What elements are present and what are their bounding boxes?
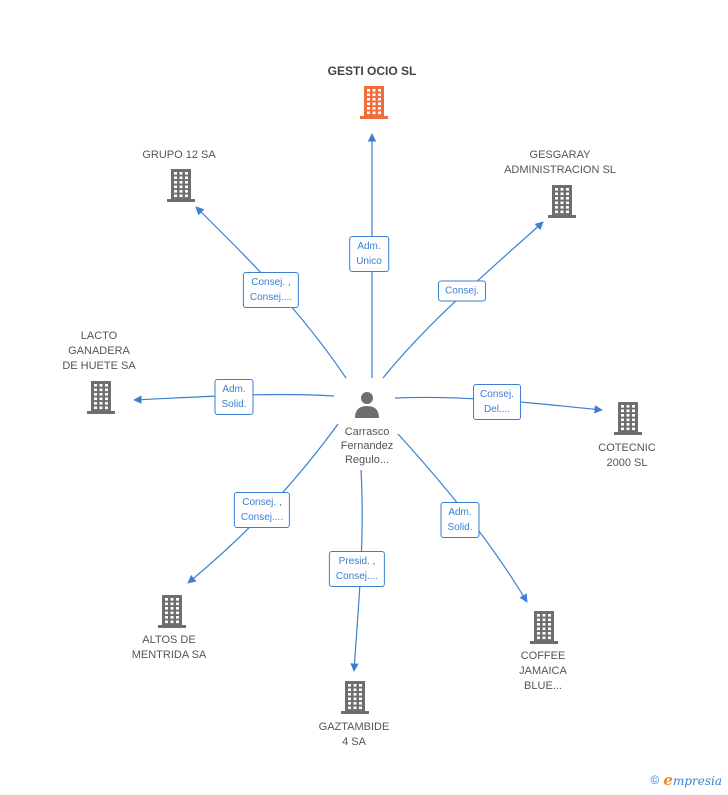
edge-label-altos[interactable]: Consej. , Consej.... — [233, 492, 291, 528]
edge-label-cotecnic[interactable]: Consej. Del.... — [473, 384, 521, 420]
edge-label-line: Consej. , — [251, 277, 291, 288]
node-label-altos[interactable]: ALTOS DE MENTRIDA SA — [132, 633, 207, 663]
edge-label-line: Consej. — [445, 285, 479, 297]
brand-logo[interactable]: empresia — [663, 771, 722, 789]
person-icon[interactable] — [352, 389, 382, 419]
edge-label-line: Consej. , — [242, 497, 282, 508]
edge-label-grupo-12[interactable]: Consej. , Consej.... — [242, 272, 300, 308]
node-label-cotecnic[interactable]: COTECNIC 2000 SL — [598, 441, 655, 471]
edge-label-gaztambide[interactable]: Presid. , Consej.... — [328, 551, 386, 587]
building-icon[interactable] — [612, 401, 644, 435]
building-icon[interactable] — [358, 85, 390, 119]
node-label-line: BLUE... — [524, 680, 562, 692]
node-label-line: 2000 SL — [606, 457, 648, 469]
building-icon[interactable] — [546, 184, 578, 218]
edge-label-line: Adm. — [222, 384, 246, 395]
edge-label-gesgaray[interactable]: Consej. — [438, 280, 486, 302]
node-label-line: GANADERA — [68, 345, 130, 357]
node-label-line: 4 SA — [342, 736, 366, 748]
edge-label-line: Del.... — [483, 404, 511, 415]
node-label-line: GESGARAY — [529, 149, 591, 161]
node-label-line: MENTRIDA SA — [131, 649, 207, 661]
center-label-line: Regulo... — [344, 454, 390, 466]
edge-label-line: Consej.... — [335, 571, 379, 582]
edge-label-line: Consej. — [480, 389, 514, 400]
node-label-line: GAZTAMBIDE — [318, 721, 390, 733]
node-label-line: LACTO — [80, 330, 118, 342]
node-label-line: ALTOS DE — [142, 634, 196, 646]
edge-label-lacto[interactable]: Adm. Solid. — [214, 379, 254, 415]
node-label-gesti-ocio[interactable]: GESTI OCIO SL — [328, 64, 417, 79]
edge-label-line: Unico — [356, 256, 382, 267]
building-icon[interactable] — [85, 380, 117, 414]
node-label-line: DE HUETE SA — [62, 360, 136, 372]
node-label-gesgaray[interactable]: GESGARAY ADMINISTRACION SL — [504, 148, 616, 178]
node-label-coffee[interactable]: COFFEE JAMAICA BLUE... — [519, 649, 567, 694]
center-label-line: Carrasco — [344, 426, 390, 438]
node-label-lacto[interactable]: LACTO GANADERA DE HUETE SA — [62, 329, 135, 374]
edge-label-line: Adm. — [448, 507, 472, 518]
node-label-gaztambide[interactable]: GAZTAMBIDE 4 SA — [319, 720, 390, 750]
edge-label-gesti-ocio[interactable]: Adm. Unico — [349, 236, 389, 272]
node-label-line: COTECNIC — [598, 442, 656, 454]
node-label-line: GRUPO 12 SA — [142, 149, 216, 161]
edge-label-line: Consej.... — [249, 292, 293, 303]
brand-initial: e — [663, 771, 673, 789]
node-label-line: ADMINISTRACION SL — [504, 164, 616, 176]
node-label-grupo-12[interactable]: GRUPO 12 SA — [142, 148, 215, 163]
node-label-line: GESTI OCIO SL — [327, 64, 417, 78]
node-label-line: JAMAICA — [519, 665, 567, 677]
building-icon[interactable] — [165, 168, 197, 202]
building-icon[interactable] — [339, 680, 371, 714]
brand-name: mpresia — [672, 774, 722, 788]
copyright-symbol: © — [650, 773, 660, 787]
center-label-line: Fernandez — [340, 440, 394, 452]
edge-label-line: Presid. , — [338, 556, 376, 567]
footer: © empresia — [651, 771, 722, 789]
node-label-line: COFFEE — [520, 650, 566, 662]
edge-label-line: Solid. — [221, 399, 247, 410]
edge-label-line: Solid. — [447, 522, 473, 533]
edge-label-coffee[interactable]: Adm. Solid. — [440, 502, 480, 538]
edge-label-line: Adm. — [357, 241, 381, 252]
building-icon[interactable] — [156, 594, 188, 628]
edge-label-line: Consej.... — [240, 512, 284, 523]
building-icon[interactable] — [528, 610, 560, 644]
